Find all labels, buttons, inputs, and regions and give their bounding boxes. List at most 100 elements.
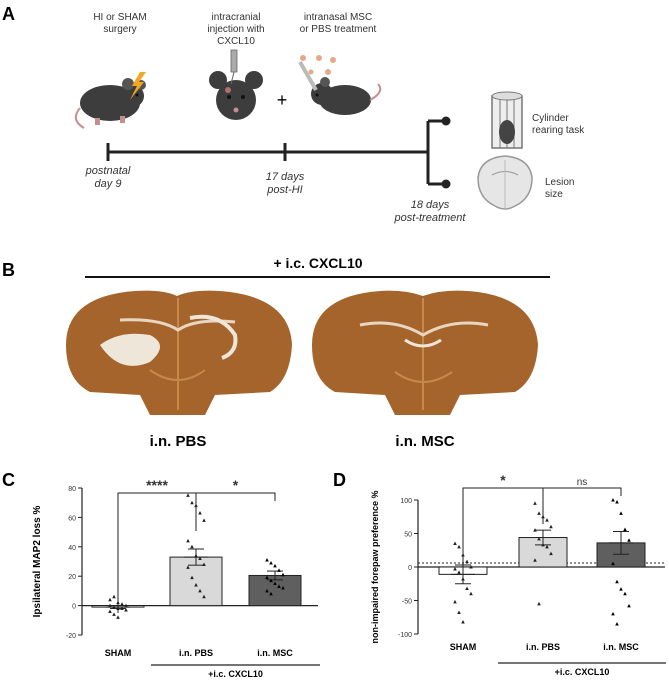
brain-section-pbs [66, 290, 292, 415]
panel-b-title: + i.c. CXCL10 [273, 255, 362, 271]
y-axis-label: non-impaired forepaw preference % [370, 490, 380, 643]
significance-label: * [500, 472, 506, 488]
data-point [549, 551, 553, 556]
data-point [537, 601, 541, 606]
data-point [277, 584, 281, 588]
bar [248, 574, 302, 607]
data-point [611, 561, 615, 566]
significance-label: **** [146, 477, 168, 493]
data-point [541, 542, 545, 547]
data-point [457, 570, 461, 574]
y-tick-label: 40 [68, 545, 76, 552]
data-point [537, 536, 541, 541]
out1-line2: rearing task [532, 125, 585, 136]
data-point [469, 591, 473, 596]
group-label: +i.c. CXCL10 [208, 669, 263, 679]
y-tick-label: 20 [68, 574, 76, 581]
data-point [469, 565, 473, 569]
brain-section-msc [312, 290, 538, 415]
y-tick-label: 100 [400, 498, 412, 505]
step2-line3: CXCL10 [217, 36, 255, 47]
data-point [615, 500, 619, 504]
data-point [202, 594, 206, 599]
data-point [619, 511, 623, 515]
data-point [453, 567, 457, 571]
y-tick-label: 80 [68, 486, 76, 493]
time1-line2: day 9 [95, 178, 122, 190]
time1-line1: postnatal [85, 165, 131, 177]
y-tick-label: 50 [404, 532, 412, 539]
mouse-injection-icon [209, 49, 263, 120]
data-point [108, 603, 112, 608]
data-point [273, 581, 277, 586]
data-point [269, 578, 273, 583]
data-point [453, 541, 457, 546]
step1-line1: HI or SHAM [93, 12, 146, 23]
data-point [619, 587, 623, 591]
data-point [627, 538, 631, 542]
data-point [281, 572, 285, 577]
data-point [265, 558, 269, 562]
group-label: +i.c. CXCL10 [555, 667, 610, 677]
panel-a-label: A [2, 4, 15, 24]
data-point [120, 602, 124, 606]
data-point [273, 563, 277, 568]
brain-section-icon [477, 155, 533, 210]
significance-bracket [542, 487, 622, 524]
timeline-axis [106, 116, 451, 189]
data-point [265, 575, 269, 580]
data-point [116, 615, 120, 619]
data-point [198, 556, 202, 561]
significance-bracket [195, 492, 276, 531]
data-point [120, 606, 124, 611]
data-point [108, 597, 112, 602]
data-point [461, 619, 465, 624]
brain-right-label: i.n. MSC [395, 433, 454, 450]
data-point [537, 511, 541, 515]
time3-line1: 18 days [411, 199, 450, 211]
category-label: SHAM [450, 642, 477, 652]
significance-label: ns [577, 477, 588, 488]
data-point [277, 568, 281, 572]
data-point [198, 588, 202, 593]
step2-line1: intracranial [212, 12, 261, 23]
panel-b-label: B [2, 260, 15, 280]
data-point [190, 575, 194, 580]
data-point [615, 579, 619, 584]
data-point [202, 562, 206, 566]
data-point [112, 594, 116, 599]
bar [596, 542, 646, 568]
data-point [186, 493, 190, 497]
data-point [281, 585, 285, 590]
step1-line2: surgery [103, 24, 136, 35]
data-point [194, 583, 198, 587]
data-point [124, 603, 128, 608]
step3-line1: intranasal MSC [304, 12, 372, 23]
time2-line1: 17 days [266, 171, 305, 183]
step2-line2: injection with [207, 24, 264, 35]
data-point [549, 524, 553, 529]
data-point [265, 588, 269, 593]
data-point [108, 609, 112, 613]
time3-line2: post-treatment [394, 212, 467, 224]
data-point [611, 498, 615, 502]
data-point [615, 621, 619, 626]
data-point [202, 518, 206, 522]
data-point [112, 605, 116, 609]
category-label: i.n. PBS [526, 642, 560, 652]
category-label: i.n. MSC [257, 648, 293, 658]
data-point [453, 599, 457, 604]
brain-left-label: i.n. PBS [150, 433, 207, 450]
data-point [457, 610, 461, 615]
data-point [623, 527, 627, 531]
time2-line2: post-HI [266, 184, 302, 196]
category-label: i.n. MSC [603, 642, 639, 652]
out2-line2: size [545, 189, 563, 200]
data-point [190, 544, 194, 549]
data-point [112, 612, 116, 616]
out1-line1: Cylinder [532, 113, 569, 124]
data-point [533, 558, 537, 562]
